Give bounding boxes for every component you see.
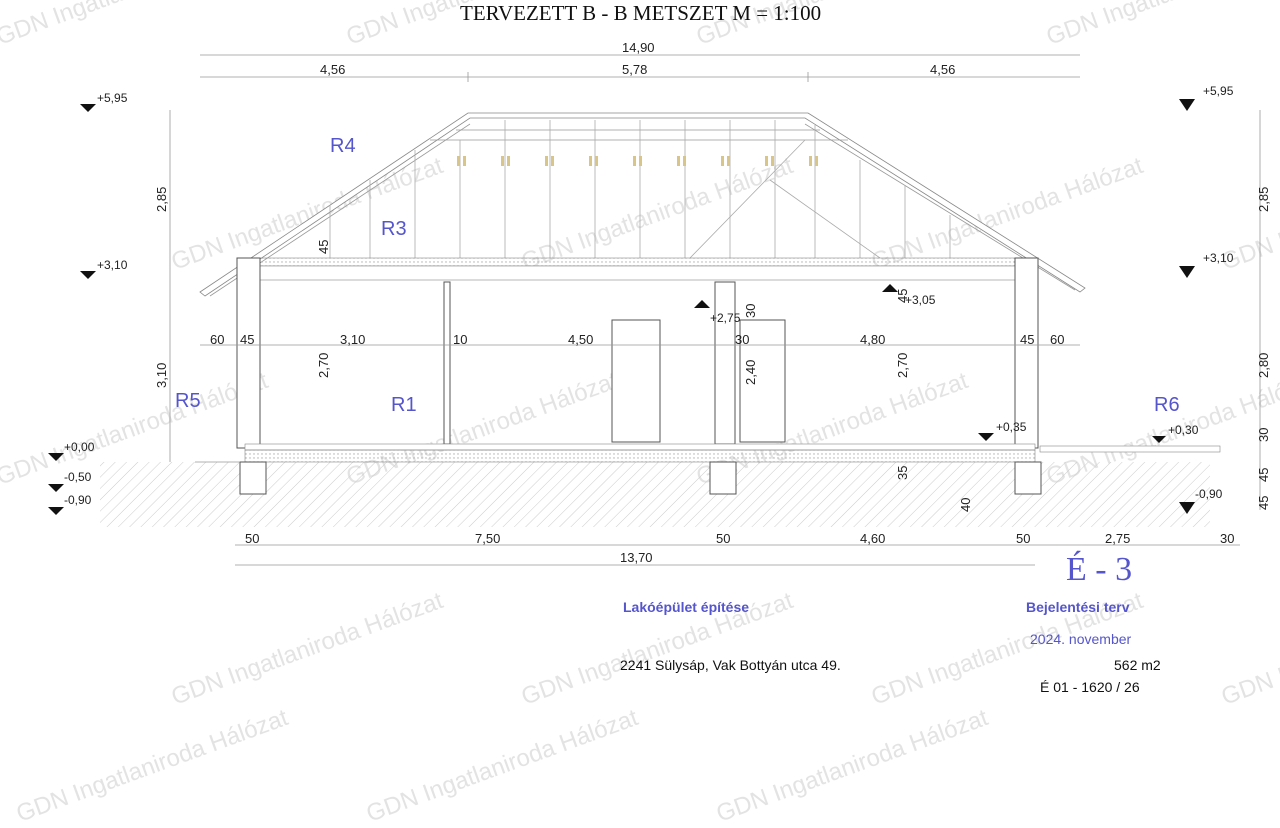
plan-type: Bejelentési terv <box>1026 599 1130 615</box>
dim-bottom: 2,75 <box>1105 531 1130 546</box>
level-label: +2,75 <box>710 311 741 325</box>
dim-interior: 4,50 <box>568 332 593 347</box>
level-label: -0,90 <box>64 493 92 507</box>
dim-bottom: 50 <box>716 531 730 546</box>
dim-bottom: 30 <box>1220 531 1234 546</box>
dim-bottom: 50 <box>245 531 259 546</box>
dim-270b: 2,70 <box>895 353 910 378</box>
dim-bottom: 7,50 <box>475 531 500 546</box>
roof <box>199 112 1086 297</box>
top-dimension-lines <box>200 54 1080 82</box>
level-label: +3,10 <box>97 258 128 272</box>
left-wall <box>236 257 261 449</box>
dim-45b: 45 <box>895 289 910 303</box>
foundation <box>239 461 267 495</box>
dim-total-width: 14,90 <box>622 40 655 55</box>
level-label: -0,90 <box>1195 487 1223 501</box>
dim-bottom-total: 13,70 <box>620 550 653 565</box>
door <box>611 319 661 443</box>
dim-right-285: 2,85 <box>1256 187 1271 212</box>
level-marker-icons <box>48 99 1195 515</box>
foundation <box>1014 461 1042 495</box>
drawing-title: TERVEZETT B - B METSZET M = 1:100 <box>460 1 821 25</box>
level-label: +3,05 <box>905 293 936 307</box>
watermark: GDN Ingatlaniroda Hálózat <box>1218 587 1280 711</box>
sheet-number: É - 3 <box>1066 551 1132 588</box>
dim-240: 2,40 <box>743 360 758 385</box>
dim-35: 35 <box>895 466 910 480</box>
room-label-r5: R5 <box>175 390 201 412</box>
watermark: GDN Ingatlaniroda Hálózat <box>1043 0 1280 51</box>
dim-right-45a: 45 <box>1256 468 1271 482</box>
dim-interior: 45 <box>240 332 254 347</box>
timber-purlins <box>457 156 818 166</box>
watermark: GDN Ingatlaniroda Hálózat <box>13 704 292 828</box>
watermark: GDN Ingatlaniroda Hálózat <box>713 704 992 828</box>
dim-right-280: 2,80 <box>1256 353 1271 378</box>
dim-right-30: 30 <box>1256 428 1271 442</box>
floor-finish <box>244 443 1036 451</box>
dim-interior: 45 <box>1020 332 1034 347</box>
registration-id: É 01 - 1620 / 26 <box>1040 679 1140 695</box>
plan-date: 2024. november <box>1030 631 1132 647</box>
foundation <box>709 461 737 495</box>
room-label-r1: R1 <box>391 394 417 416</box>
dim-right-45b: 45 <box>1256 496 1271 510</box>
watermark: GDN Ingatlaniroda Hálózat <box>518 152 797 276</box>
dim-wall-height: 3,10 <box>154 363 169 388</box>
watermark: GDN Ingatlaniroda Hálózat <box>0 0 272 51</box>
room-label-r6: R6 <box>1154 394 1180 416</box>
dim-bottom: 50 <box>1016 531 1030 546</box>
level-label: +5,95 <box>1203 84 1234 98</box>
watermark: GDN Ingatlaniroda Hálózat <box>868 152 1147 276</box>
area: 562 m2 <box>1114 657 1161 673</box>
dim-interior: 30 <box>735 332 749 347</box>
watermark: GDN Ingatlaniroda Hálózat <box>168 152 447 276</box>
dim-interior: 60 <box>210 332 224 347</box>
room-label-r4: R4 <box>330 135 356 157</box>
dim-right-width: 4,56 <box>930 62 955 77</box>
level-label: +0,00 <box>64 440 95 454</box>
ceiling-slab <box>244 265 1036 281</box>
room-label-r3: R3 <box>381 218 407 240</box>
watermark: GDN Ingatlaniroda Hálózat <box>363 704 642 828</box>
dim-left-width: 4,56 <box>320 62 345 77</box>
level-label: +0,35 <box>996 420 1027 434</box>
project-name: Lakóépület építése <box>623 599 749 615</box>
dim-interior: 10 <box>453 332 467 347</box>
address: 2241 Sülysáp, Vak Bottyán utca 49. <box>620 657 841 673</box>
partition-wall <box>443 281 451 445</box>
dim-interior: 4,80 <box>860 332 885 347</box>
dim-45: 45 <box>316 240 331 254</box>
level-label: +0,30 <box>1168 423 1199 437</box>
middle-wall <box>714 281 736 445</box>
dim-bottom: 4,60 <box>860 531 885 546</box>
level-label: +3,10 <box>1203 251 1234 265</box>
door <box>739 319 786 443</box>
dim-middle-width: 5,78 <box>622 62 647 77</box>
dim-interior: 3,10 <box>340 332 365 347</box>
dim-interior: 60 <box>1050 332 1064 347</box>
terrace <box>1039 445 1221 453</box>
dim-40: 40 <box>958 498 973 512</box>
dim-30: 30 <box>743 304 758 318</box>
watermark: GDN Ingatlaniroda Hálózat <box>168 587 447 711</box>
ceiling-insulation <box>244 257 1036 267</box>
dim-roof-height: 2,85 <box>154 187 169 212</box>
dim-270: 2,70 <box>316 353 331 378</box>
floor-slab <box>244 449 1036 463</box>
level-label: +5,95 <box>97 91 128 105</box>
level-label: -0,50 <box>64 470 92 484</box>
